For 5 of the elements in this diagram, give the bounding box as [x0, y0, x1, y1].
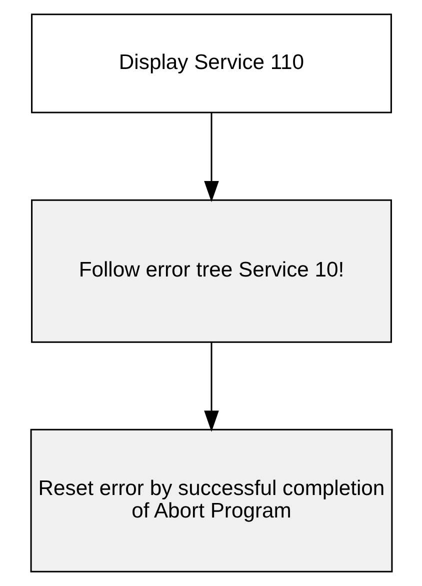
node-box: Follow error tree Service 10! — [30, 199, 392, 343]
node-box: Display Service 110 — [30, 14, 392, 114]
arrow — [204, 112, 218, 202]
arrow — [204, 342, 218, 432]
node-box: Reset error by successful completion of Abort Program — [30, 428, 392, 572]
